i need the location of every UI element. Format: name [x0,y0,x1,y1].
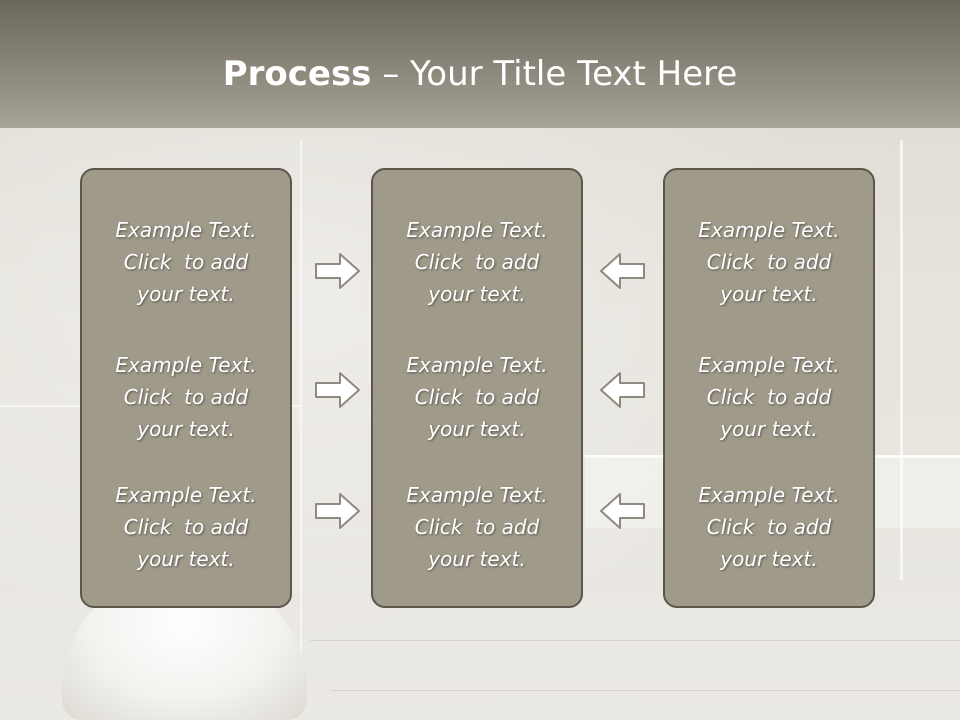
background-floor-line [310,640,960,641]
text-line: Example Text. [698,483,840,507]
text-line: Example Text. [698,353,840,377]
text-line: your text. [720,417,818,441]
text-line: your text. [428,547,526,571]
text-placeholder[interactable]: Example Text. Click to add your text. [82,349,290,445]
title-bar [0,0,960,128]
left-arrow-icon [600,372,645,408]
text-line: your text. [428,282,526,306]
text-line: Example Text. [115,218,257,242]
process-box-left[interactable]: Example Text. Click to add your text. Ex… [80,168,292,608]
text-line: your text. [137,417,235,441]
left-arrow-icon [600,253,645,289]
text-line: your text. [428,417,526,441]
text-line: Click to add [414,250,540,274]
text-line: your text. [720,547,818,571]
text-line: Click to add [123,385,249,409]
text-placeholder[interactable]: Example Text. Click to add your text. [373,479,581,575]
text-placeholder[interactable]: Example Text. Click to add your text. [373,349,581,445]
text-placeholder[interactable]: Example Text. Click to add your text. [82,479,290,575]
text-line: Click to add [123,515,249,539]
background-shower-frame [900,140,960,580]
text-line: Example Text. [698,218,840,242]
process-box-center[interactable]: Example Text. Click to add your text. Ex… [371,168,583,608]
text-line: Click to add [706,515,832,539]
right-arrow-icon [315,253,360,289]
text-line: Click to add [706,385,832,409]
slide-title[interactable]: Process – Your Title Text Here [0,52,960,96]
text-line: your text. [137,547,235,571]
text-line: Click to add [123,250,249,274]
process-box-right[interactable]: Example Text. Click to add your text. Ex… [663,168,875,608]
slide-title-rest: – Your Title Text Here [371,54,738,94]
text-line: Example Text. [406,483,548,507]
text-line: Click to add [706,250,832,274]
text-line: your text. [720,282,818,306]
text-line: Example Text. [406,353,548,377]
text-line: Example Text. [115,483,257,507]
text-line: your text. [137,282,235,306]
text-placeholder[interactable]: Example Text. Click to add your text. [665,479,873,575]
text-placeholder[interactable]: Example Text. Click to add your text. [665,214,873,310]
slide-title-bold: Process [222,54,372,94]
text-line: Click to add [414,385,540,409]
text-placeholder[interactable]: Example Text. Click to add your text. [82,214,290,310]
background-floor-line [330,690,960,691]
text-placeholder[interactable]: Example Text. Click to add your text. [373,214,581,310]
right-arrow-icon [315,372,360,408]
text-placeholder[interactable]: Example Text. Click to add your text. [665,349,873,445]
left-arrow-icon [600,493,645,529]
right-arrow-icon [315,493,360,529]
text-line: Example Text. [115,353,257,377]
background-wall-corner [300,140,302,660]
text-line: Click to add [414,515,540,539]
text-line: Example Text. [406,218,548,242]
